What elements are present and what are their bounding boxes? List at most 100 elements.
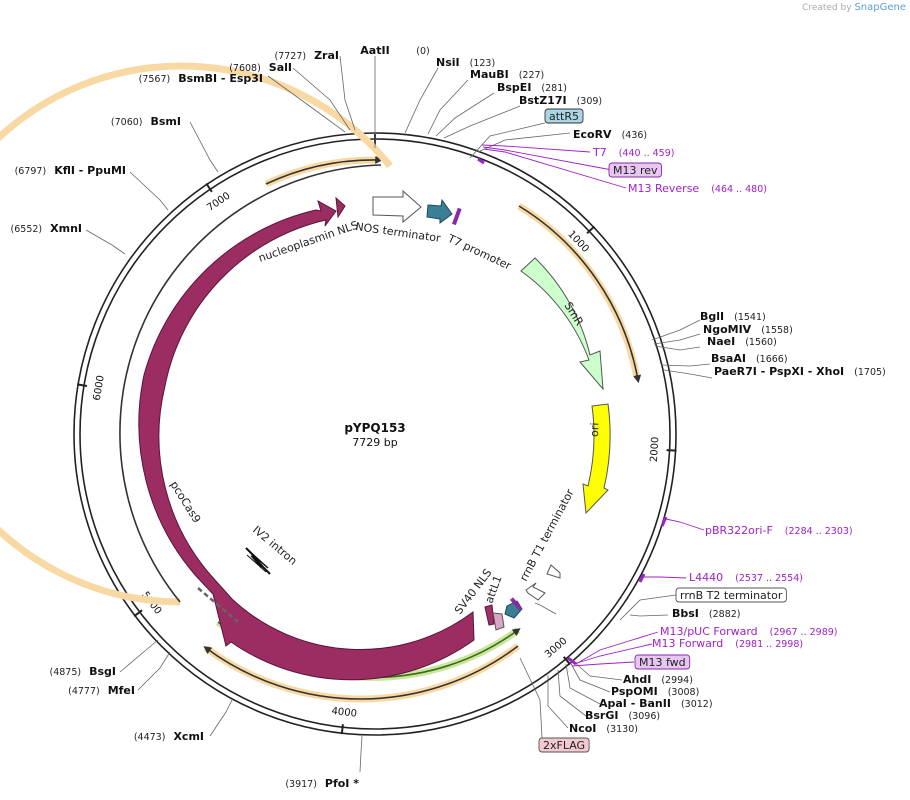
boxed-label-attr5[interactable]: attR5 [544,108,584,124]
site-ncoi[interactable]: NcoI(3130) [569,722,638,735]
snapgene-brand: SnapGene [854,2,906,13]
site-apai[interactable]: ApaI - BanII(3012) [599,697,713,710]
label-text: 2xFLAG [543,739,585,752]
primer-name: pBR322ori-F [705,524,773,537]
label-box [608,162,662,178]
smr-feature[interactable] [520,257,604,391]
site-name: XmnI [50,222,82,235]
site-position: (1705) [854,367,886,378]
site-paer7i[interactable]: PaeR7I - PspXI - XhoI (1705) [714,365,886,378]
boxed-label-rrnb-t2-terminator[interactable]: rrnB T2 terminator [675,587,787,603]
pcocas9-dashed-link [197,587,239,623]
site-name: PaeR7I - PspXI - XhoI [714,365,844,378]
site-name: KflI - PpuMI [54,164,126,177]
rrnb-t2-feature[interactable] [525,582,546,601]
site-ahdi[interactable]: AhdI(2994) [623,673,693,686]
site-bsmbi[interactable]: BsmBI - Esp3I(7567) [139,72,263,85]
primer-name: M13 Forward [652,637,723,650]
site-name: BbsI [672,607,699,620]
site-position: (6552) [11,224,43,235]
tick-mark [666,449,677,452]
ori-feature[interactable] [582,403,611,515]
site-position: (309) [577,96,603,107]
t7-promoter-feature[interactable] [426,198,453,224]
tick-label: 3000 [543,636,570,661]
site-position: (1560) [745,337,777,348]
site-name: BstZ17I [519,94,567,107]
site-pfoi[interactable]: PfoI *(3917) [285,777,359,790]
tick-mark [76,383,88,387]
site-aatii[interactable]: AatII (0) [360,44,429,57]
site-position: (7727) [274,51,306,62]
boxed-label-m13-fwd[interactable]: M13 fwd [634,654,691,670]
site-nsii[interactable]: NsiI(123) [436,56,495,69]
primer-m13-reverse[interactable]: M13 Reverse (464 .. 480) [628,182,767,195]
primer-l4440[interactable]: L4440(2537 .. 2554) [689,571,803,584]
primer-m13-forward[interactable]: M13 Forward(2981 .. 2998) [652,637,803,650]
site-bspei[interactable]: BspEI(281) [497,81,567,94]
primer-pbr322ori-f[interactable]: pBR322ori-F(2284 .. 2303) [705,524,853,537]
site-position: (3917) [285,779,317,790]
site-name: AatII [360,44,389,57]
site-position: (7060) [111,117,143,128]
site-bsmi[interactable]: BsmI(7060) [111,115,181,128]
site-xcmi[interactable]: XcmI (4473) [134,730,204,743]
site-name: MfeI [108,684,135,697]
site-name: XcmI [173,730,204,743]
site-ecorv[interactable]: EcoRV(436) [573,128,647,141]
site-name: BsgI [89,665,116,678]
site-pspomi[interactable]: PspOMI(3008) [611,685,699,698]
site-name: BsaAI [711,352,746,365]
site-kfli[interactable]: KflI - PpuMI(6797) [15,164,126,177]
tick-mark [562,656,571,666]
sv40-nls-feature[interactable] [484,604,495,626]
primer-marks [477,157,668,666]
site-xmni[interactable]: XmnI (6552) [11,222,82,235]
primer-m13-puc-forward[interactable]: M13/pUC Forward(2967 .. 2989) [660,625,838,638]
tick-label: 6000 [92,375,107,402]
site-maubi[interactable]: MauBI(227) [470,68,544,81]
boxed-label-2xflag[interactable]: 2xFLAG [538,737,590,753]
site-position: (1541) [734,312,766,323]
flag-feature[interactable] [492,612,505,631]
site-ngomiv[interactable]: NgoMIV(1558) [703,323,793,336]
site-position: (4473) [134,732,166,743]
feature-label-ori: ori [588,422,601,437]
site-bgli[interactable]: BglI (1541) [700,310,766,323]
primer-name: M13 Reverse [628,182,699,195]
site-bbsi[interactable]: BbsI (2882) [672,607,741,620]
tick-mark [133,609,143,618]
rrnb-t1-feature[interactable] [546,564,561,579]
boxed-label-m13-rev[interactable]: M13 rev [608,162,662,178]
nos-terminator-feature[interactable] [372,189,422,224]
site-name: BsrGI [585,709,618,722]
site-zrai[interactable]: ZraI(7727) [274,49,339,62]
site-sali[interactable]: SalI(7608) [229,61,292,74]
primer-range: (464 .. 480) [711,184,767,195]
site-mfei[interactable]: MfeI(4777) [68,684,135,697]
tick-mark [205,182,213,193]
iv2-intron-feature[interactable] [244,547,272,576]
site-bstz17i[interactable]: BstZ17I (309) [519,94,602,107]
label-box [544,108,584,124]
site-bsgi[interactable]: BsgI (4875) [50,665,117,678]
site-position: (2882) [709,609,741,620]
site-position: (0) [416,46,429,57]
label-text: attR5 [549,110,579,123]
primer-range: (2967 .. 2989) [770,627,838,638]
pcocas9-feature[interactable] [138,196,475,681]
label-text: M13 rev [613,164,658,177]
primer-name: T7 [592,146,607,159]
site-position: (4875) [50,667,82,678]
site-bsrgi[interactable]: BsrGI (3096) [585,709,660,722]
primer-range: (2537 .. 2554) [735,573,803,584]
site-name: BglI [700,310,724,323]
site-position: (3096) [628,711,660,722]
site-bsaai[interactable]: BsaAI(1666) [711,352,788,365]
attl1-primer-mark [509,597,523,611]
plasmid-size: 7729 bp [352,436,397,449]
primer-t7[interactable]: T7(440 .. 459) [592,146,674,159]
site-naei[interactable]: NaeI(1560) [707,335,777,348]
